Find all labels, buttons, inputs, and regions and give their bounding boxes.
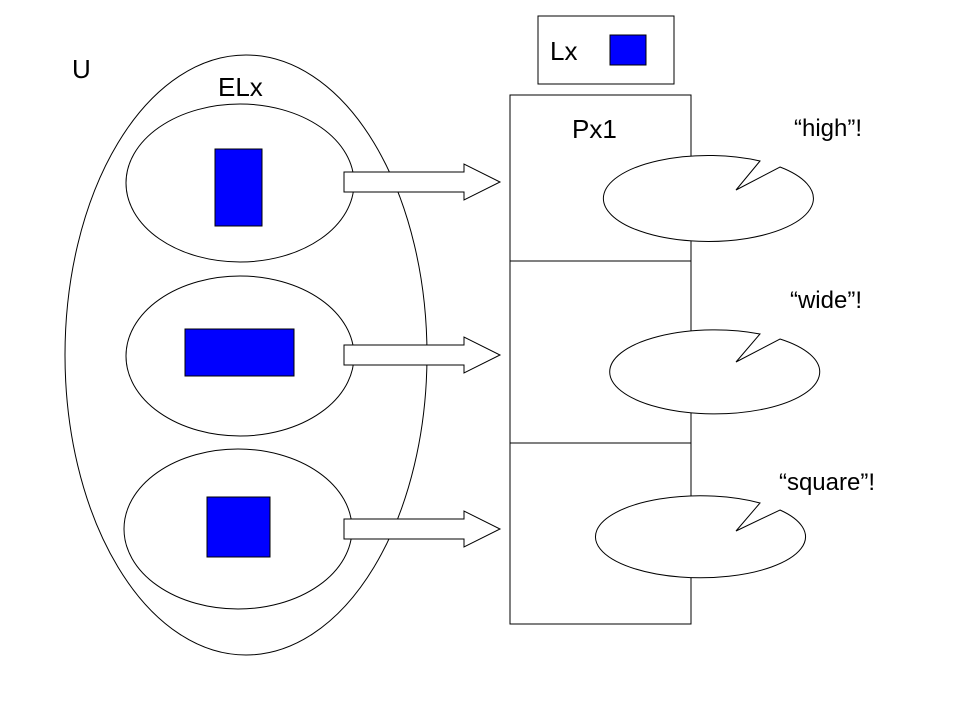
speech-bubble-2 [609, 329, 821, 415]
legend-box [537, 15, 675, 85]
speech-bubble-1 [602, 154, 814, 242]
arrow-1 [343, 163, 502, 201]
speech-bubble-3 [594, 495, 806, 579]
universe-label: U [72, 54, 91, 84]
arrow-2 [343, 336, 502, 374]
legend-swatch [609, 34, 647, 66]
arrow-3 [343, 510, 502, 548]
square-shape [206, 496, 271, 558]
wide-rectangle-shape [184, 328, 295, 377]
speech-bubble-3-text: “square”! [779, 469, 875, 496]
elements-group-label: ELx [218, 72, 263, 102]
legend-label: Lx [550, 36, 577, 66]
speech-bubble-1-text: “high”! [794, 115, 862, 142]
panel-title: Px1 [572, 114, 617, 144]
speech-bubble-2-text: “wide”! [790, 287, 862, 314]
tall-rectangle-shape [214, 148, 263, 227]
